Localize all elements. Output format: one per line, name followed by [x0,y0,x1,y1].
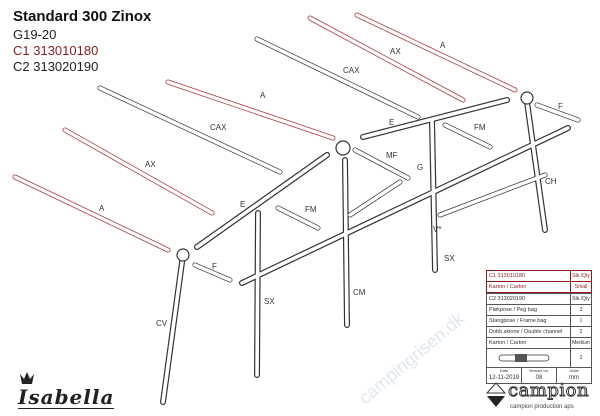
label-a: A [440,41,446,50]
label-g: G [417,163,423,172]
c2-item: Stangpose / Frame bag [487,316,571,326]
isabella-wordmark: Isabella [18,385,115,409]
table-footer: Date 12-11-2019 Version no. 08 Units mm [487,368,591,383]
c1-header: C1 313010180 [487,271,571,281]
crown-icon [20,372,34,384]
label-a: A [99,204,105,213]
c1-qty: Small [574,284,588,290]
date-value: 12-11-2019 [488,375,520,381]
label-fm: FM [305,205,317,214]
header: Standard 300 Zinox G19-20 C1 313010180 C… [13,9,151,75]
label-f: F [212,262,217,271]
watermark: campingrisen.dk [355,308,469,408]
red-poles [12,12,518,253]
corner-joints [176,91,534,262]
label-ax: AX [390,47,401,56]
c2-qty: 2 [579,329,583,335]
campion-subtitle: campion production aps [510,404,574,410]
label-f: F [558,102,563,111]
product-title: Standard 300 Zinox [13,8,152,25]
units-label: Units [569,368,579,373]
label-mf: MF [386,151,398,160]
label-ch: CH [545,177,557,186]
c2-item: Dobb.skinne / Double channel [487,327,571,337]
joint-right [520,91,534,105]
c2-item: Pløkpose / Peg bag [487,305,571,315]
label-e: E [240,200,245,209]
label-cax: CAX [343,66,360,75]
label-sx: SX [264,297,275,306]
version-value: 08 [535,375,543,381]
label-cax: CAX [210,123,227,132]
label-cm: CM [353,288,366,297]
c1-item: Karton / Carton [487,282,571,292]
units-value: mm [569,375,579,381]
label-a: A [260,91,266,100]
label-v: V* [433,225,441,234]
connector-image [487,349,571,367]
joint-center [335,140,351,156]
campion-triangle-icon [485,382,507,407]
model-code: G19-20 [13,27,57,42]
date-label: Date [499,368,509,373]
label-e: E [389,118,394,127]
qty-header: Stk./Qty [572,296,590,302]
c2-item: Karton / Carton [487,338,571,348]
c2-qty: 1 [579,318,583,324]
c2-code: C2 313020190 [13,59,99,74]
campion-logo: campion campion production aps [485,380,596,414]
c2-header: C2 313020190 [487,294,571,304]
isabella-logo: Isabella [12,370,122,414]
label-sx: SX [444,254,455,263]
label-ax: AX [145,160,156,169]
campion-wordmark: campion [507,380,590,401]
label-fm: FM [474,123,486,132]
part-labels: A AX CAX A CAX AX A E E FM FM F F MF G C… [99,41,563,328]
label-cv: CV [156,319,168,328]
c2-qty: 3 [579,307,583,313]
version-label: Version no. [528,368,549,373]
joint-left [176,248,190,262]
qty-header: Stk./Qty [572,273,590,279]
c2-qty: Medium [572,340,590,346]
image-qty: 2 [579,355,583,361]
c1-code: C1 313010180 [13,43,99,58]
